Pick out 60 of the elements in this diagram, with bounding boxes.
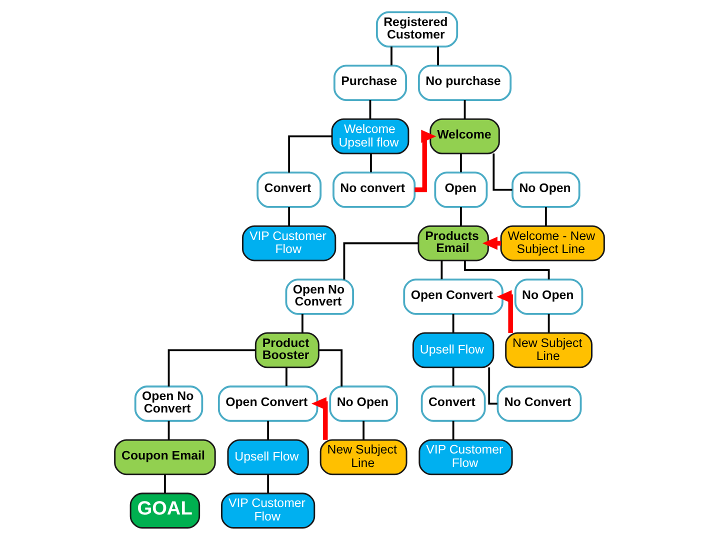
- node-box: No Open: [514, 278, 583, 315]
- node-box: No Open: [511, 172, 580, 208]
- connector: [452, 367, 454, 386]
- connector: [362, 420, 364, 440]
- node-box: Products Email: [417, 225, 488, 262]
- connector: [488, 367, 497, 405]
- connector: [463, 260, 550, 280]
- node-box: Purchase: [332, 64, 406, 101]
- connector: [460, 154, 462, 172]
- node-box: Open Convert: [402, 278, 503, 315]
- node-box: Convert: [256, 172, 322, 208]
- connector: [167, 420, 170, 440]
- node-box: New Subject Line: [504, 332, 592, 368]
- connector: [436, 46, 438, 66]
- connector: [266, 474, 269, 494]
- connector: [368, 100, 371, 119]
- connector: [370, 154, 372, 172]
- node-box: No Open: [328, 386, 398, 422]
- node-box: Welcome Upsell flow: [330, 118, 409, 154]
- arrow: [310, 397, 328, 440]
- node-box: Upsell Flow: [412, 332, 494, 368]
- connector: [288, 207, 290, 226]
- node-box: Convert: [420, 386, 486, 422]
- node-box: VIP Customer Flow: [242, 225, 336, 262]
- node-box: Upsell Flow: [226, 439, 308, 476]
- node-box: Open No Convert: [284, 278, 354, 315]
- node-box: VIP Customer Flow: [418, 439, 512, 476]
- connector: [390, 46, 392, 66]
- node-box: New Subject Line: [319, 439, 407, 476]
- connector: [285, 367, 287, 386]
- node-box: Welcome - New Subject Line: [500, 225, 604, 262]
- connector: [167, 349, 255, 386]
- node-box: No purchase: [417, 64, 512, 101]
- node-box: Registered Customer: [375, 11, 458, 48]
- connector: [492, 154, 512, 191]
- connector: [301, 314, 303, 333]
- connector: [547, 314, 550, 333]
- node-box: Open Convert: [217, 386, 318, 422]
- connector: [452, 314, 454, 333]
- connector: [544, 207, 546, 226]
- arrow: [496, 290, 512, 333]
- connector: [288, 135, 332, 173]
- connector: [266, 420, 269, 440]
- connector: [164, 474, 166, 494]
- connector: [460, 207, 462, 226]
- node-box: VIP Customer Flow: [220, 492, 315, 529]
- node-box: Welcome: [429, 118, 500, 154]
- node-box: GOAL: [129, 492, 200, 529]
- node-box: Product Booster: [254, 332, 319, 368]
- arrow: [414, 130, 436, 192]
- node-box: No Convert: [496, 386, 582, 422]
- node-box: No convert: [332, 172, 416, 208]
- node-box: Open: [434, 172, 488, 208]
- connector: [440, 260, 442, 280]
- connector: [452, 420, 454, 440]
- connector: [463, 100, 466, 119]
- connector: [318, 349, 342, 386]
- connector: [342, 242, 418, 280]
- node-box: Coupon Email: [114, 439, 216, 476]
- node-box: Open No Convert: [134, 386, 203, 422]
